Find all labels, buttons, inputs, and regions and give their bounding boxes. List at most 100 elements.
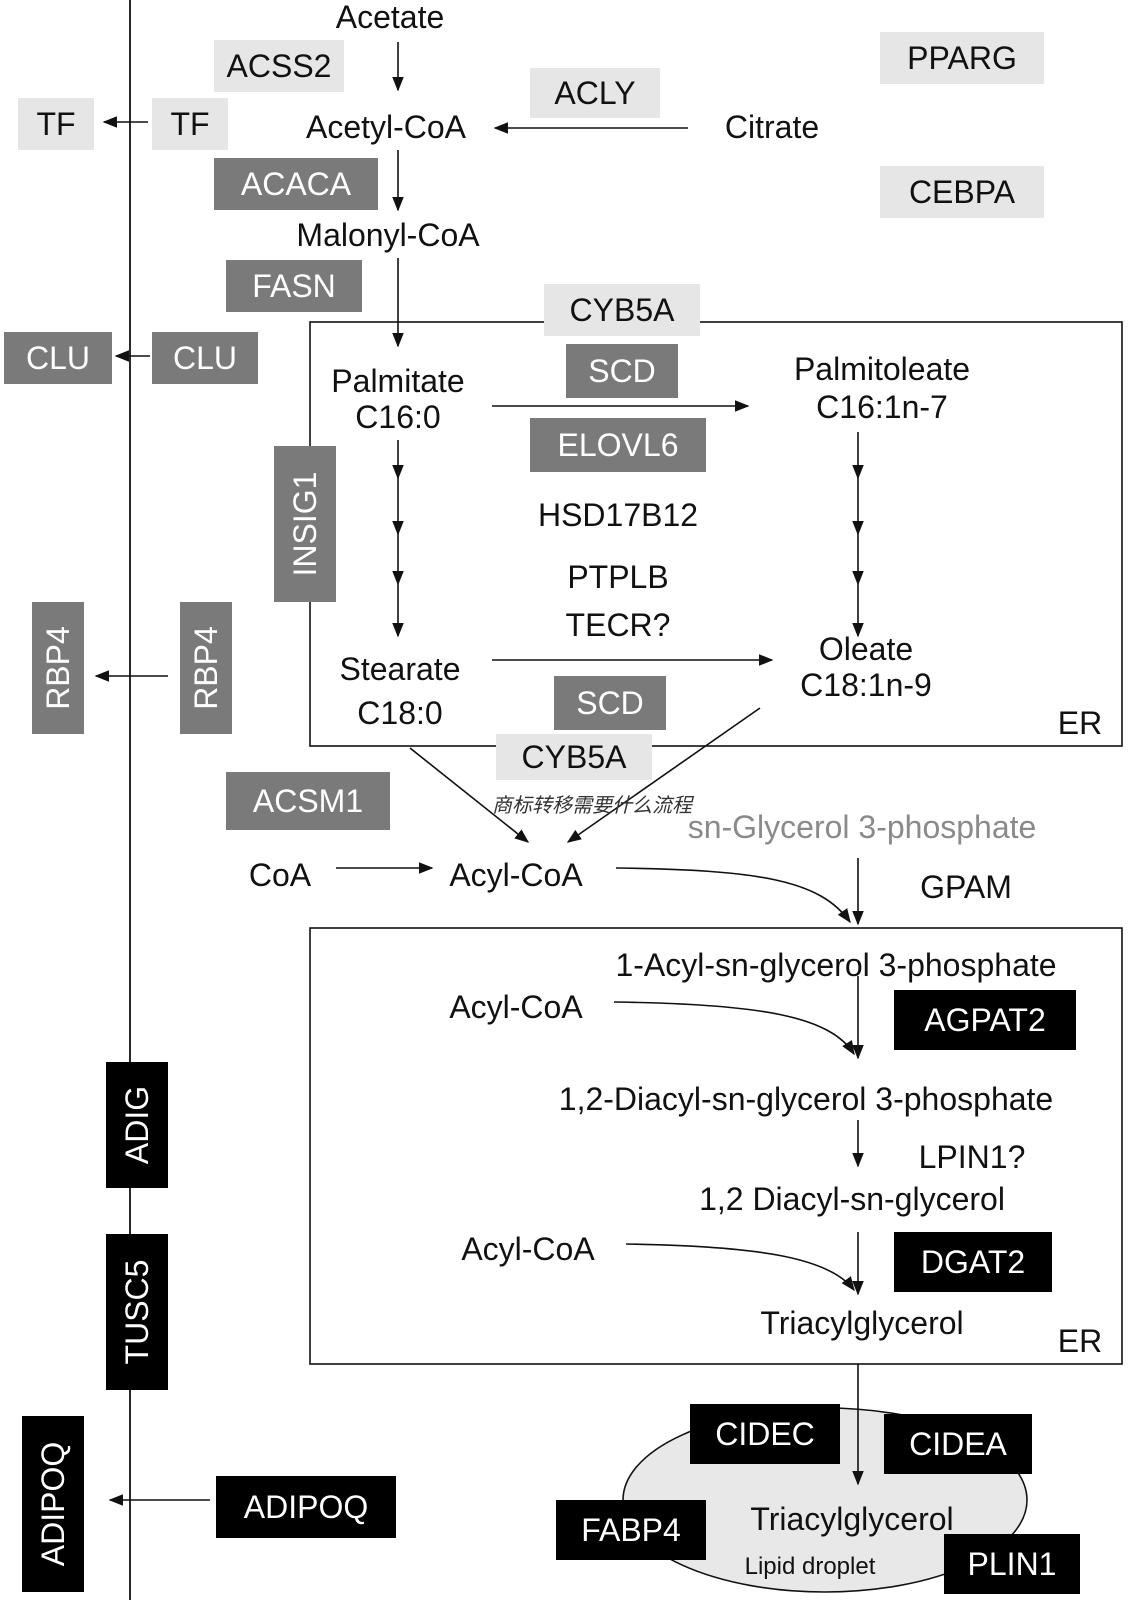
gene-box-adipoq-in: ADIPOQ — [216, 1476, 396, 1538]
label-tecr: TECR? — [566, 607, 671, 643]
gene-label-adipoq-out: ADIPOQ — [35, 1442, 71, 1566]
label-er-top: ER — [1058, 705, 1102, 741]
label-palmitoleate-c: C16:1n-7 — [816, 389, 948, 425]
gene-box-adig: ADIG — [106, 1062, 168, 1188]
label-er-bottom: ER — [1058, 1323, 1102, 1359]
watermark-text: 商标转移需要什么流程 — [492, 795, 695, 817]
gene-box-bg — [530, 68, 660, 118]
label-tag-droplet: Triacylglycerol — [750, 1501, 953, 1537]
gene-label-acsm1: ACSM1 — [253, 783, 363, 819]
gene-label-cyb5a-bottom: CYB5A — [522, 739, 628, 775]
gene-label-scd-bottom: SCD — [576, 685, 644, 721]
gene-label-fasn: FASN — [252, 268, 336, 304]
gene-label-acly: ACLY — [554, 75, 635, 111]
label-palmitoleate: Palmitoleate — [794, 351, 970, 387]
gene-box-bg — [106, 1062, 168, 1188]
gene-box-rbp4-in: RBP4 — [180, 602, 232, 734]
gene-label-clu-in: CLU — [173, 340, 237, 376]
gene-label-adig: ADIG — [119, 1086, 155, 1164]
gene-box-bg — [554, 676, 666, 730]
gene-box-tf-in: TF — [152, 98, 228, 150]
label-hsd17b12: HSD17B12 — [538, 497, 698, 533]
gene-label-tf-out: TF — [36, 106, 75, 142]
gene-box-bg — [180, 602, 232, 734]
gene-label-tf-in: TF — [170, 106, 209, 142]
gene-label-rbp4-in: RBP4 — [188, 626, 224, 710]
label-tag: Triacylglycerol — [760, 1305, 963, 1341]
gene-box-bg — [544, 284, 700, 336]
label-acetate: Acetate — [336, 0, 445, 35]
gene-label-dgat2: DGAT2 — [921, 1244, 1025, 1280]
gene-box-bg — [152, 98, 228, 150]
gene-box-acaca: ACACA — [214, 158, 378, 210]
gene-box-clu-in: CLU — [152, 332, 258, 384]
gene-label-fabp4: FABP4 — [581, 1512, 681, 1548]
gene-box-pparg: PPARG — [880, 32, 1044, 84]
label-lpin1: LPIN1? — [919, 1139, 1026, 1175]
gene-label-cebpa: CEBPA — [909, 174, 1016, 210]
gene-box-bg — [566, 344, 678, 398]
gene-box-bg — [556, 1500, 706, 1560]
gene-label-acss2: ACSS2 — [227, 48, 332, 84]
gene-box-elovl6: ELOVL6 — [530, 418, 706, 472]
arrow-acylcoa2-input — [613, 1001, 855, 1056]
gene-box-tf-out: TF — [18, 98, 94, 150]
gene-label-elovl6: ELOVL6 — [558, 427, 679, 463]
gene-box-agpat2: AGPAT2 — [894, 990, 1076, 1050]
arrow-acylcoa-to-er — [615, 867, 851, 924]
gene-box-rbp4-out: RBP4 — [32, 602, 84, 734]
gene-label-cyb5a-top: CYB5A — [570, 292, 676, 328]
gene-box-acly: ACLY — [530, 68, 660, 118]
gene-box-scd-bottom: SCD — [554, 676, 666, 730]
gene-box-acsm1: ACSM1 — [226, 772, 390, 830]
arrow-acylcoa3-input — [625, 1243, 855, 1292]
gene-box-bg — [32, 602, 84, 734]
label-citrate: Citrate — [725, 109, 819, 145]
gene-box-fabp4: FABP4 — [556, 1500, 706, 1560]
gene-label-cidea: CIDEA — [909, 1426, 1007, 1462]
gene-box-tusc5: TUSC5 — [106, 1234, 168, 1390]
label-lipid-droplet: Lipid droplet — [745, 1553, 876, 1580]
gene-box-cyb5a-top: CYB5A — [544, 284, 700, 336]
gene-box-cidec: CIDEC — [690, 1404, 840, 1464]
gene-box-acss2: ACSS2 — [214, 40, 344, 92]
label-oleate: Oleate — [819, 631, 913, 667]
gene-box-bg — [530, 418, 706, 472]
gene-box-bg — [880, 32, 1044, 84]
gene-box-bg — [894, 990, 1076, 1050]
gene-box-dgat2: DGAT2 — [894, 1232, 1052, 1292]
gene-box-bg — [880, 166, 1044, 218]
er-compartment-bottom — [309, 927, 1123, 1365]
label-oleate-c: C18:1n-9 — [800, 667, 932, 703]
arrow-stearate-to-acylcoa — [409, 747, 530, 843]
gene-box-bg — [274, 446, 336, 602]
label-gpam: GPAM — [920, 869, 1012, 905]
gene-label-clu-out: CLU — [26, 340, 90, 376]
gene-box-bg — [894, 1232, 1052, 1292]
gene-label-acaca: ACACA — [241, 166, 352, 202]
gene-box-plin1: PLIN1 — [944, 1534, 1080, 1594]
arrow-oleate-to-acylcoa — [566, 707, 761, 843]
gene-box-bg — [884, 1414, 1032, 1474]
label-acyl-coa-2: Acyl-CoA — [449, 989, 583, 1025]
gene-box-bg — [216, 1476, 396, 1538]
gene-box-bg — [226, 260, 362, 312]
gene-label-agpat2: AGPAT2 — [924, 1002, 1046, 1038]
gene-label-rbp4-out: RBP4 — [40, 626, 76, 710]
label-ptplb: PTPLB — [567, 559, 668, 595]
label-acetyl-coa: Acetyl-CoA — [306, 109, 467, 145]
gene-box-bg — [152, 332, 258, 384]
pathway-arrows — [94, 42, 864, 1506]
gene-box-cebpa: CEBPA — [880, 166, 1044, 218]
label-coa: CoA — [249, 857, 312, 893]
gene-label-cidec: CIDEC — [715, 1416, 815, 1452]
gene-box-bg — [944, 1534, 1080, 1594]
label-acyl-coa: Acyl-CoA — [449, 857, 583, 893]
label-malonyl-coa: Malonyl-CoA — [296, 217, 480, 253]
label-stearate-c: C18:0 — [357, 695, 442, 731]
gene-box-bg — [106, 1234, 168, 1390]
gene-box-bg — [4, 332, 112, 384]
gene-box-adipoq-out: ADIPOQ — [22, 1416, 84, 1592]
